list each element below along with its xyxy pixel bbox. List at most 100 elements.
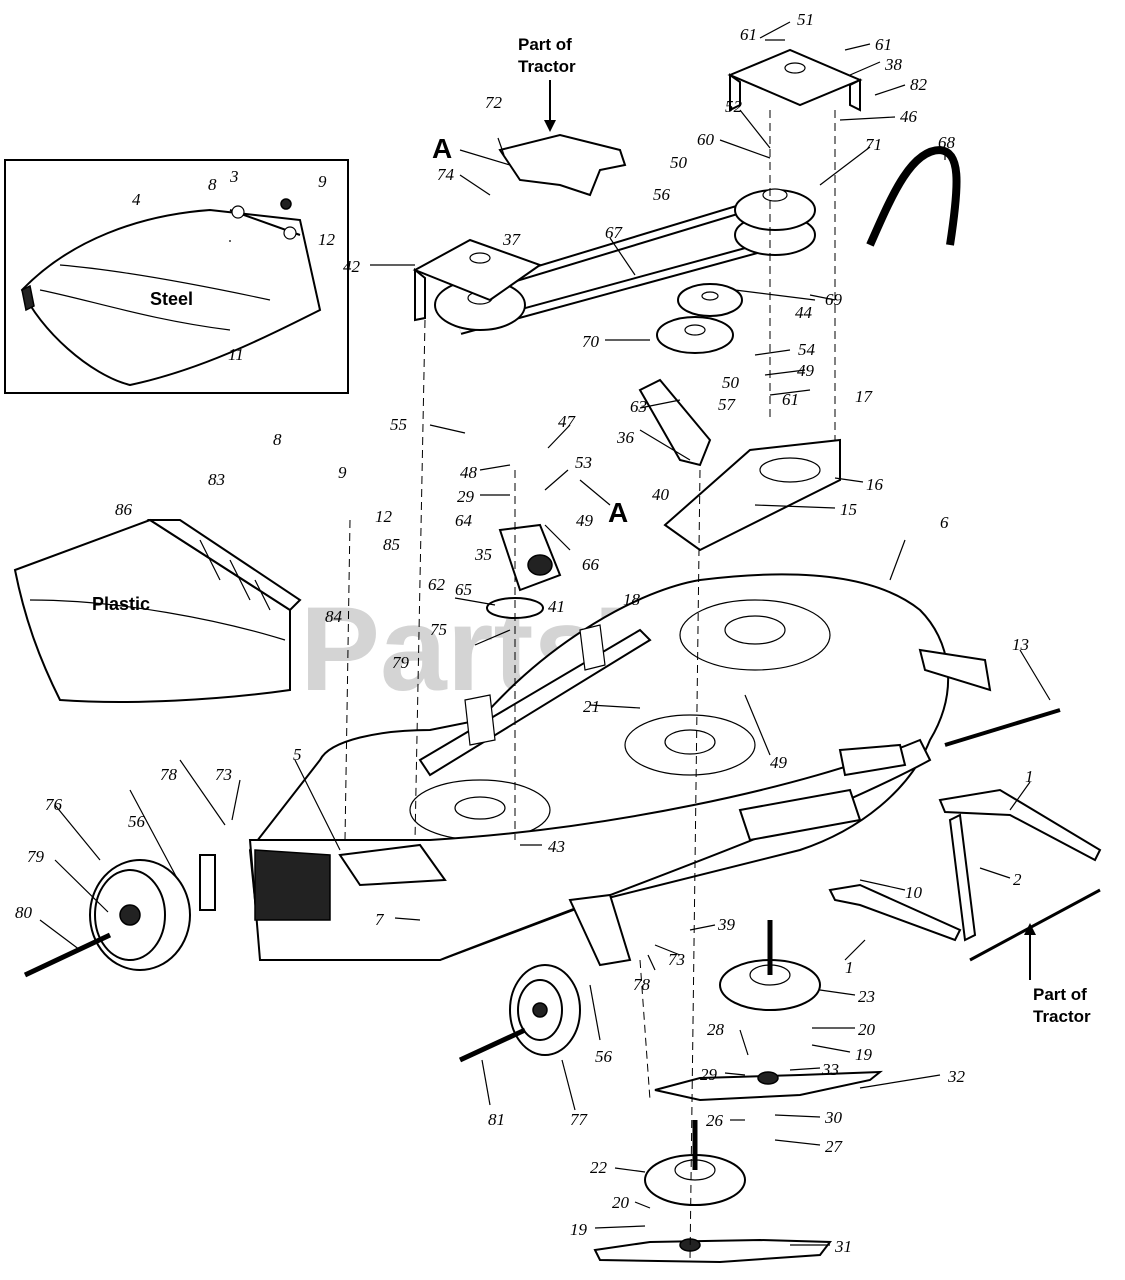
part-of-tractor-top-line1: Part of xyxy=(518,35,572,54)
callout-77: 77 xyxy=(570,1110,589,1129)
callout-18: 18 xyxy=(623,590,641,609)
belt-and-pulleys xyxy=(434,145,961,354)
callout-4: 4 xyxy=(132,190,141,209)
callout-20: 20 xyxy=(612,1193,630,1212)
brackets xyxy=(412,48,863,619)
callout-12: 12 xyxy=(318,230,336,249)
callout-30: 30 xyxy=(824,1108,843,1127)
steel-label: Steel xyxy=(150,289,193,309)
lift-linkage xyxy=(828,708,1102,962)
callout-57: 57 xyxy=(718,395,737,414)
callout-60: 60 xyxy=(697,130,715,149)
callout-numbers: 61 51 61 38 82 46 52 60 71 68 50 56 72 7… xyxy=(15,10,1034,1256)
callout-16: 16 xyxy=(866,475,884,494)
callout-63: 63 xyxy=(630,397,647,416)
callout-68: 68 xyxy=(938,133,956,152)
callout-73: 73 xyxy=(215,765,232,784)
callout-74: 74 xyxy=(437,165,455,184)
callout-11: 11 xyxy=(228,345,244,364)
callout-40: 40 xyxy=(652,485,670,504)
callout-21: 21 xyxy=(583,697,600,716)
leader-lines xyxy=(344,110,836,1261)
callout-28: 28 xyxy=(707,1020,725,1039)
callout-71: 71 xyxy=(865,135,882,154)
callout-3: 3 xyxy=(229,167,239,186)
callout-73: 73 xyxy=(668,950,685,969)
callout-61: 61 xyxy=(782,390,799,409)
callout-44: 44 xyxy=(795,303,813,322)
callout-8: 8 xyxy=(273,430,282,449)
callout-31: 31 xyxy=(834,1237,852,1256)
callout-22: 22 xyxy=(590,1158,608,1177)
callout-49: 49 xyxy=(576,511,594,530)
callout-86: 86 xyxy=(115,500,133,519)
part-of-tractor-top-line2: Tractor xyxy=(518,57,576,76)
callout-9: 9 xyxy=(338,463,347,482)
callout-56: 56 xyxy=(653,185,671,204)
callout-69: 69 xyxy=(825,290,843,309)
callout-29: 29 xyxy=(457,487,475,506)
callout-72: 72 xyxy=(485,93,503,112)
callout-23: 23 xyxy=(858,987,875,1006)
callout-17: 17 xyxy=(855,387,874,406)
callout-64: 64 xyxy=(455,511,473,530)
callout-7: 7 xyxy=(375,910,385,929)
plastic-chute xyxy=(13,518,302,703)
callout-85: 85 xyxy=(383,535,400,554)
callout-79: 79 xyxy=(392,653,410,672)
callout-56: 56 xyxy=(595,1047,613,1066)
callout-75: 75 xyxy=(430,620,447,639)
callout-41: 41 xyxy=(548,597,565,616)
callout-66: 66 xyxy=(582,555,600,574)
callout-leaders xyxy=(39,21,1051,1246)
callout-2: 2 xyxy=(1013,870,1022,889)
callout-10: 10 xyxy=(905,883,923,902)
callout-1: 1 xyxy=(845,958,854,977)
callout-6: 6 xyxy=(940,513,949,532)
callout-33: 33 xyxy=(821,1060,839,1079)
callout-79: 79 xyxy=(27,847,45,866)
callout-82: 82 xyxy=(910,75,928,94)
callout-53: 53 xyxy=(575,453,592,472)
callout-78: 78 xyxy=(633,975,651,994)
callout-47: 47 xyxy=(558,412,577,431)
callout-49: 49 xyxy=(797,361,815,380)
callout-1: 1 xyxy=(1025,767,1034,786)
part-of-tractor-bottom-line1: Part of xyxy=(1033,985,1087,1004)
callout-80: 80 xyxy=(15,903,33,922)
marker-a-top: A xyxy=(432,133,452,164)
callout-27: 27 xyxy=(825,1137,844,1156)
plastic-label: Plastic xyxy=(92,594,150,614)
callout-51: 51 xyxy=(797,10,814,29)
callout-29: 29 xyxy=(700,1065,718,1084)
part-of-tractor-bottom-line2: Tractor xyxy=(1033,1007,1091,1026)
callout-48: 48 xyxy=(460,463,478,482)
callout-19: 19 xyxy=(570,1220,588,1239)
callout-67: 67 xyxy=(605,223,624,242)
callout-8: 8 xyxy=(208,175,217,194)
callout-81: 81 xyxy=(488,1110,505,1129)
spindles-blades xyxy=(593,920,883,1264)
callout-50: 50 xyxy=(722,373,740,392)
callout-12: 12 xyxy=(375,507,393,526)
callout-26: 26 xyxy=(706,1111,724,1130)
callout-84: 84 xyxy=(325,607,343,626)
callout-83: 83 xyxy=(208,470,225,489)
callout-52: 52 xyxy=(725,97,743,116)
callout-61: 61 xyxy=(875,35,892,54)
callout-49: 49 xyxy=(770,753,788,772)
callout-70: 70 xyxy=(582,332,600,351)
callout-78: 78 xyxy=(160,765,178,784)
callout-37: 37 xyxy=(502,230,522,249)
steel-chute-inset xyxy=(4,159,349,394)
callout-13: 13 xyxy=(1012,635,1029,654)
callout-39: 39 xyxy=(717,915,736,934)
gauge-wheels xyxy=(23,859,581,1063)
callout-54: 54 xyxy=(798,340,816,359)
callout-15: 15 xyxy=(840,500,857,519)
callout-65: 65 xyxy=(455,580,472,599)
callout-61: 61 xyxy=(740,25,757,44)
callout-20: 20 xyxy=(858,1020,876,1039)
callout-35: 35 xyxy=(474,545,492,564)
callout-56: 56 xyxy=(128,812,146,831)
